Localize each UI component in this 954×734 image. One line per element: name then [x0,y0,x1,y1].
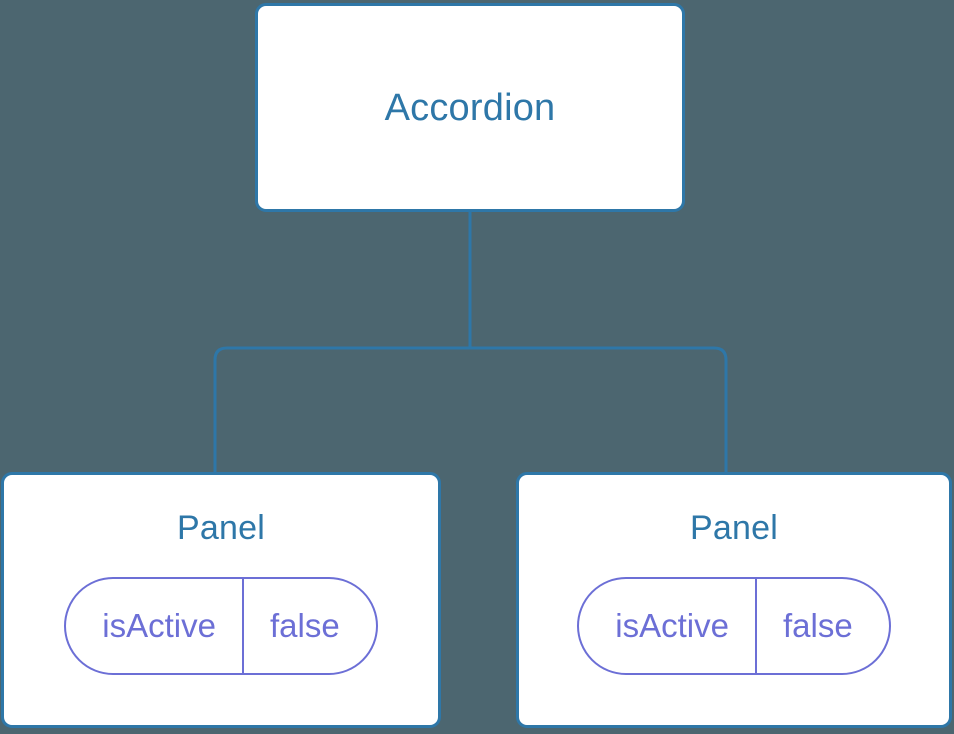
node-panel-right-title: Panel [690,509,778,547]
node-accordion[interactable]: Accordion [255,3,685,212]
state-pill-left[interactable]: isActive false [64,577,378,675]
state-pill-left-value: false [269,607,340,644]
state-pill-left-key: isActive [66,579,244,673]
node-panel-left-title: Panel [177,509,265,547]
state-pill-right-value: false [782,607,853,644]
state-pill-right[interactable]: isActive false [577,577,891,675]
node-panel-right[interactable]: Panel isActive false [516,472,952,728]
node-panel-left[interactable]: Panel isActive false [1,472,441,728]
node-accordion-title: Accordion [384,86,556,129]
connector-root-to-left-panel [213,211,472,474]
state-pill-right-key: isActive [579,579,757,673]
connector-root-to-right-panel [468,211,728,474]
